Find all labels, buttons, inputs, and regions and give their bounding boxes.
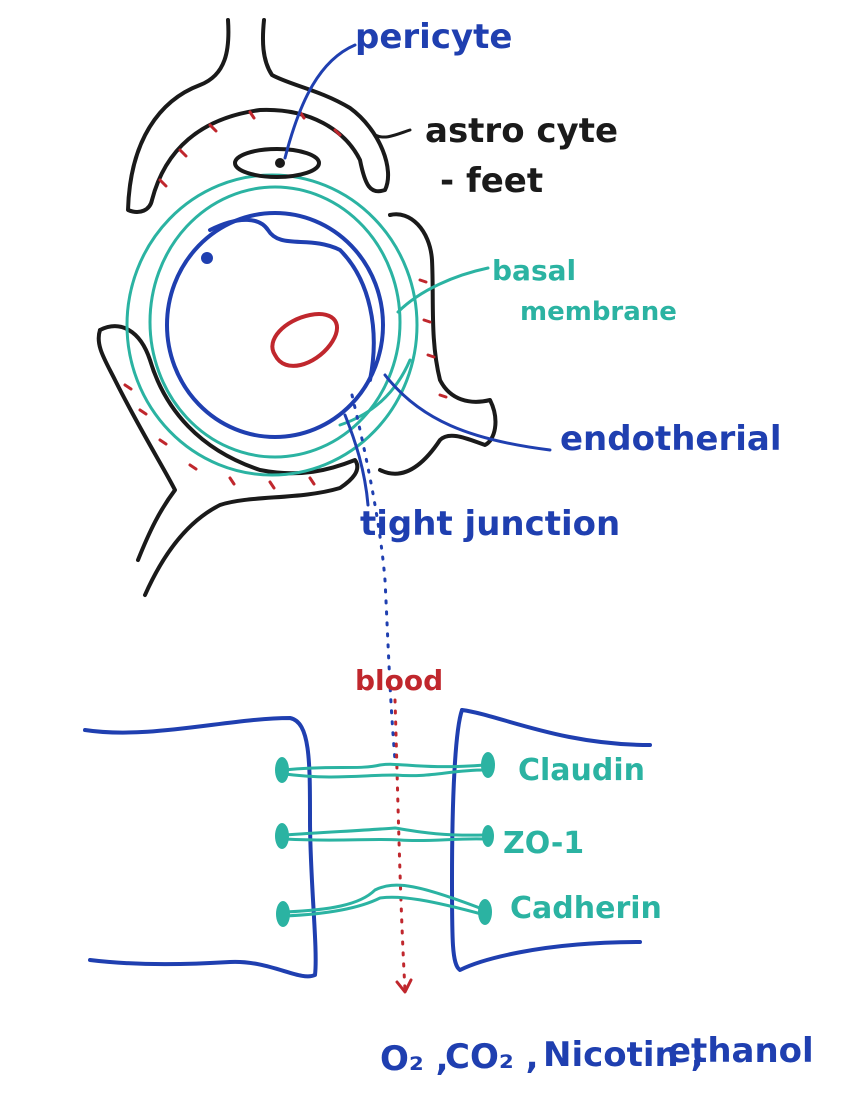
- endothelial-cell: [165, 211, 385, 439]
- label-astrocyte: astro cyte: [425, 111, 618, 151]
- label-membrane: membrane: [520, 297, 677, 327]
- label-pericyte: pericyte: [355, 17, 512, 57]
- red-blood-cell: [270, 312, 340, 368]
- molecule-ethanol: ethanol: [668, 1031, 814, 1071]
- label-basal: basal: [492, 254, 576, 287]
- label-blood: blood: [355, 664, 443, 697]
- molecule-nicotin: Nicotin ,: [543, 1035, 704, 1075]
- molecule-o2: O₂ ,: [380, 1039, 449, 1079]
- label-tight-junction: tight junction: [360, 504, 620, 544]
- astrocyte-feet: [96, 18, 498, 597]
- label-zo1: ZO-1: [503, 826, 584, 861]
- junction-proteins: [283, 762, 487, 918]
- endothelial-cell-boundaries: [83, 708, 652, 979]
- astrocyte-dots: [123, 110, 448, 490]
- label-feet: - feet: [440, 161, 543, 201]
- pericyte-cell: [233, 147, 321, 179]
- molecule-co2: CO₂ ,: [445, 1037, 539, 1077]
- label-cadherin: Cadherin: [510, 891, 662, 926]
- label-claudin: Claudin: [518, 753, 645, 788]
- label-endothelial: endotherial: [560, 419, 782, 459]
- protein-anchors: [275, 752, 495, 927]
- dotted-path: [350, 393, 413, 994]
- molecules-list: O₂ , CO₂ , Nicotin , ethanol: [380, 1031, 814, 1079]
- leader-lines: [283, 43, 552, 507]
